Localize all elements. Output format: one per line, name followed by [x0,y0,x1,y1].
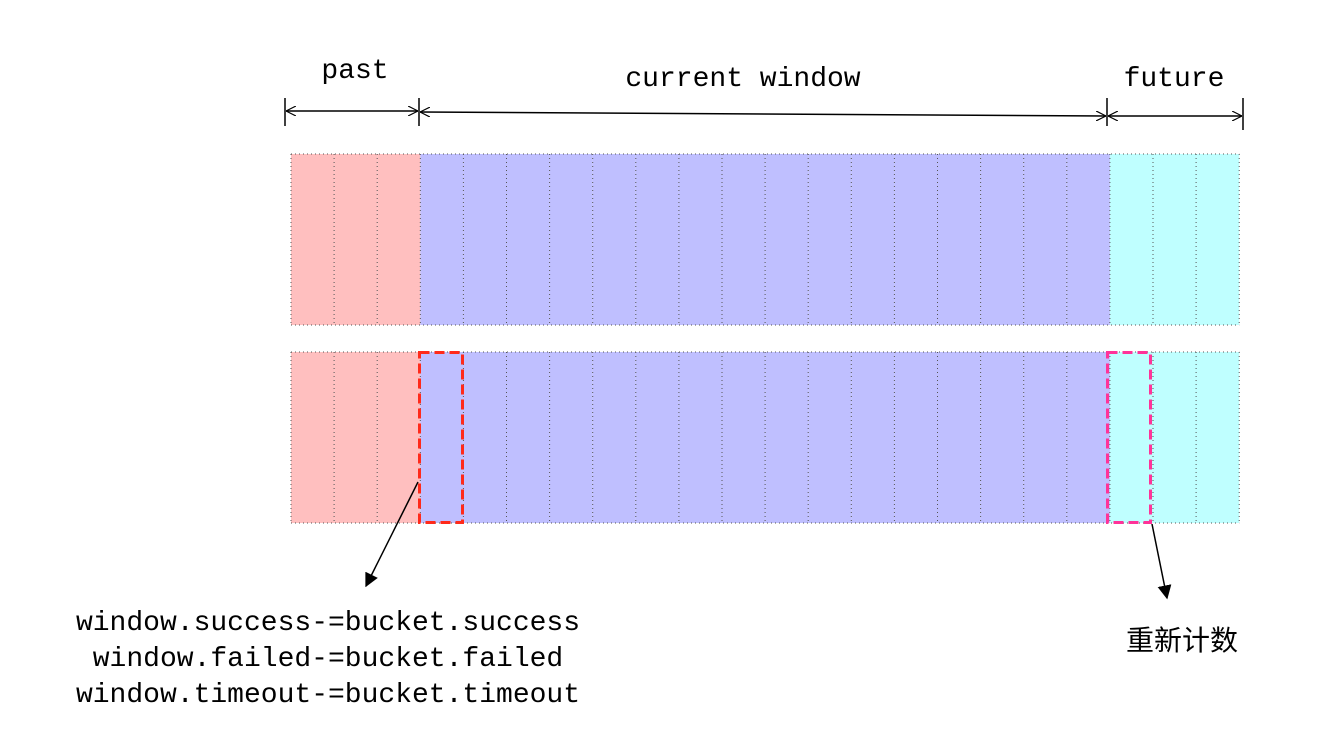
top-row-current-bucket [1066,154,1110,325]
top-row-current-bucket [463,154,507,325]
past-label: past [321,56,388,87]
bottom-row-current-bucket [808,352,852,523]
bottom-row-current-bucket [722,352,766,523]
bucket-row-bottom [290,351,1240,524]
top-row-current-bucket [808,154,852,325]
top-row-past-bucket [377,154,421,325]
top-row-future-bucket [1196,154,1240,325]
top-row-current-bucket [592,154,636,325]
top-row-future-bucket [1109,154,1153,325]
dimension-lines [284,98,1244,130]
bottom-row-current-bucket [549,352,593,523]
top-row-current-bucket [420,154,464,325]
top-row-current-bucket [894,154,938,325]
new-bucket-highlight [1106,351,1152,524]
top-row-current-bucket [980,154,1024,325]
formula-line-timeout: window.timeout-=bucket.timeout [76,680,580,711]
bottom-row-current-bucket [1066,352,1110,523]
top-row-current-bucket [851,154,895,325]
top-row-current-bucket [678,154,722,325]
bottom-row-current-bucket [463,352,507,523]
future-label: future [1124,64,1225,95]
recount-label: 重新计数 [1126,624,1238,657]
bottom-row-current-bucket [678,352,722,523]
bottom-row-past-bucket [377,352,421,523]
bucket-row-top [290,153,1240,326]
top-row-past-bucket [334,154,378,325]
expired-bucket-arrow [365,481,419,588]
top-row-current-bucket [722,154,766,325]
current-span-arrow [420,112,1106,116]
top-row-current-bucket [549,154,593,325]
formula-line-failed: window.failed-=bucket.failed [93,644,563,675]
bottom-row-future-bucket [1153,352,1240,523]
top-row-current-bucket [635,154,679,325]
new-bucket-arrow [1151,523,1172,600]
bottom-row-current-bucket [980,352,1024,523]
top-row-future-bucket [1153,154,1197,325]
top-row-current-bucket [1023,154,1067,325]
bottom-row-current-bucket [937,352,981,523]
bottom-row-future-bucket [1109,352,1153,523]
formula-line-success: window.success-=bucket.success [76,608,580,639]
bottom-row-current-bucket [506,352,550,523]
top-row-current-bucket [765,154,809,325]
bottom-row-current-bucket [894,352,938,523]
bottom-row-past-bucket [334,352,378,523]
top-row-current-bucket [506,154,550,325]
bottom-row-current-bucket [851,352,895,523]
bottom-row-current-bucket [635,352,679,523]
bottom-row-current-bucket [1023,352,1067,523]
top-row-current-bucket [937,154,981,325]
current-window-label: current window [625,64,860,95]
bottom-row-current-bucket [765,352,809,523]
bottom-row-current-bucket [592,352,636,523]
top-row-past-bucket [291,154,335,325]
bottom-row-current-bucket [420,352,464,523]
expired-bucket-highlight [418,351,464,524]
bottom-row-past-bucket [291,352,335,523]
